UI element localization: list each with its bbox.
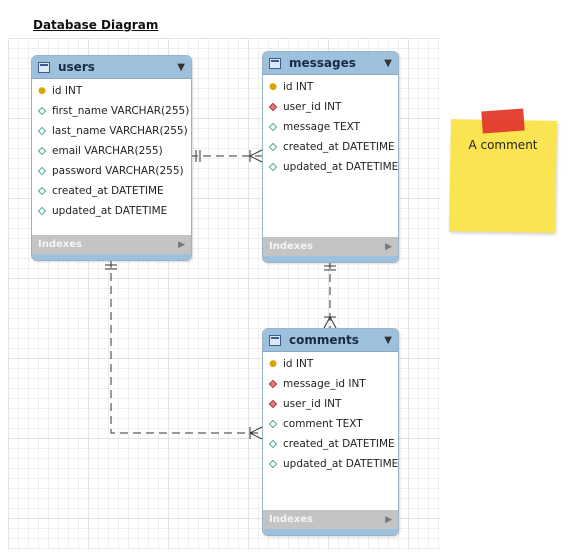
key-icon: ● xyxy=(38,85,46,96)
column-text: created_at DATETIME xyxy=(283,438,395,450)
indexes-label: Indexes xyxy=(38,239,82,250)
triangle-down-icon[interactable]: ▼ xyxy=(384,57,392,69)
relation-users-comments xyxy=(105,260,263,440)
column-list: ● id INT first_name VARCHAR(255) last_name … xyxy=(32,79,191,221)
key-icon: ● xyxy=(269,81,277,92)
triangle-right-icon[interactable]: ▶ xyxy=(385,241,392,252)
table-comments[interactable]: comments ▼ ● id INT message_id INT user_id … xyxy=(262,328,399,536)
column-text: user_id INT xyxy=(283,398,342,410)
teal-diamond-icon xyxy=(37,106,47,116)
column-text: updated_at DATETIME xyxy=(283,458,399,470)
column-row[interactable]: created_at DATETIME xyxy=(263,137,398,157)
table-icon xyxy=(38,61,50,73)
column-text: id INT xyxy=(52,85,83,97)
red-diamond-icon xyxy=(268,399,278,409)
column-row[interactable]: ● id INT xyxy=(263,77,398,97)
sticky-note[interactable]: A comment xyxy=(449,108,557,233)
teal-diamond-icon xyxy=(268,419,278,429)
column-text: first_name VARCHAR(255) xyxy=(52,105,190,117)
teal-diamond-icon xyxy=(268,162,278,172)
table-name: users xyxy=(58,60,95,74)
column-text: updated_at DATETIME xyxy=(283,161,399,173)
note-paper xyxy=(449,119,557,233)
indexes-label: Indexes xyxy=(269,241,313,252)
column-row[interactable]: updated_at DATETIME xyxy=(263,157,398,177)
column-list: ● id INT message_id INT user_id INT comment … xyxy=(263,352,398,474)
teal-diamond-icon xyxy=(37,146,47,156)
indexes-section[interactable]: Indexes ▶ xyxy=(32,235,191,254)
diagram-title: Database Diagram xyxy=(33,18,159,32)
column-row[interactable]: user_id INT xyxy=(263,97,398,117)
column-text: id INT xyxy=(283,81,314,93)
note-text: A comment xyxy=(468,138,538,152)
table-header[interactable]: messages ▼ xyxy=(263,52,398,75)
column-row[interactable]: ● id INT xyxy=(32,81,191,101)
key-icon: ● xyxy=(269,358,277,369)
indexes-section[interactable]: Indexes ▶ xyxy=(263,510,398,529)
table-footer-strip xyxy=(32,254,191,260)
column-text: message TEXT xyxy=(283,121,360,133)
column-text: message_id INT xyxy=(283,378,366,390)
teal-diamond-icon xyxy=(268,459,278,469)
triangle-down-icon[interactable]: ▼ xyxy=(177,61,185,73)
table-header[interactable]: comments ▼ xyxy=(263,329,398,352)
column-text: created_at DATETIME xyxy=(52,185,164,197)
column-row[interactable]: created_at DATETIME xyxy=(32,181,191,201)
red-diamond-icon xyxy=(268,379,278,389)
column-row[interactable]: message TEXT xyxy=(263,117,398,137)
table-icon xyxy=(269,334,281,346)
column-row[interactable]: message_id INT xyxy=(263,374,398,394)
column-text: user_id INT xyxy=(283,101,342,113)
column-row[interactable]: user_id INT xyxy=(263,394,398,414)
teal-diamond-icon xyxy=(37,186,47,196)
column-text: last_name VARCHAR(255) xyxy=(52,125,188,137)
column-text: created_at DATETIME xyxy=(283,141,395,153)
table-header[interactable]: users ▼ xyxy=(32,56,191,79)
column-row[interactable]: email VARCHAR(255) xyxy=(32,141,191,161)
column-row[interactable]: password VARCHAR(255) xyxy=(32,161,191,181)
column-row[interactable]: first_name VARCHAR(255) xyxy=(32,101,191,121)
column-text: comment TEXT xyxy=(283,418,363,430)
column-text: email VARCHAR(255) xyxy=(52,145,163,157)
teal-diamond-icon xyxy=(37,126,47,136)
triangle-right-icon[interactable]: ▶ xyxy=(178,239,185,250)
table-footer-strip xyxy=(263,256,398,262)
column-text: password VARCHAR(255) xyxy=(52,165,184,177)
red-diamond-icon xyxy=(268,102,278,112)
triangle-down-icon[interactable]: ▼ xyxy=(384,334,392,346)
teal-diamond-icon xyxy=(268,122,278,132)
table-footer-strip xyxy=(263,529,398,535)
column-row[interactable]: ● id INT xyxy=(263,354,398,374)
column-row[interactable]: comment TEXT xyxy=(263,414,398,434)
table-messages[interactable]: messages ▼ ● id INT user_id INT message TEX… xyxy=(262,51,399,263)
column-row[interactable]: updated_at DATETIME xyxy=(263,454,398,474)
table-name: comments xyxy=(289,333,359,347)
column-row[interactable]: updated_at DATETIME xyxy=(32,201,191,221)
indexes-section[interactable]: Indexes ▶ xyxy=(263,237,398,256)
table-users[interactable]: users ▼ ● id INT first_name VARCHAR(255) la… xyxy=(31,55,192,261)
table-icon xyxy=(269,57,281,69)
column-row[interactable]: last_name VARCHAR(255) xyxy=(32,121,191,141)
indexes-label: Indexes xyxy=(269,514,313,525)
column-text: id INT xyxy=(283,358,314,370)
teal-diamond-icon xyxy=(37,206,47,216)
column-row[interactable]: created_at DATETIME xyxy=(263,434,398,454)
relation-messages-comments xyxy=(323,261,337,329)
note-tape-icon xyxy=(481,108,525,134)
teal-diamond-icon xyxy=(268,142,278,152)
teal-diamond-icon xyxy=(268,439,278,449)
relation-users-messages xyxy=(190,149,263,163)
column-text: updated_at DATETIME xyxy=(52,205,168,217)
column-list: ● id INT user_id INT message TEXT created_at… xyxy=(263,75,398,177)
teal-diamond-icon xyxy=(37,166,47,176)
triangle-right-icon[interactable]: ▶ xyxy=(385,514,392,525)
table-name: messages xyxy=(289,56,356,70)
